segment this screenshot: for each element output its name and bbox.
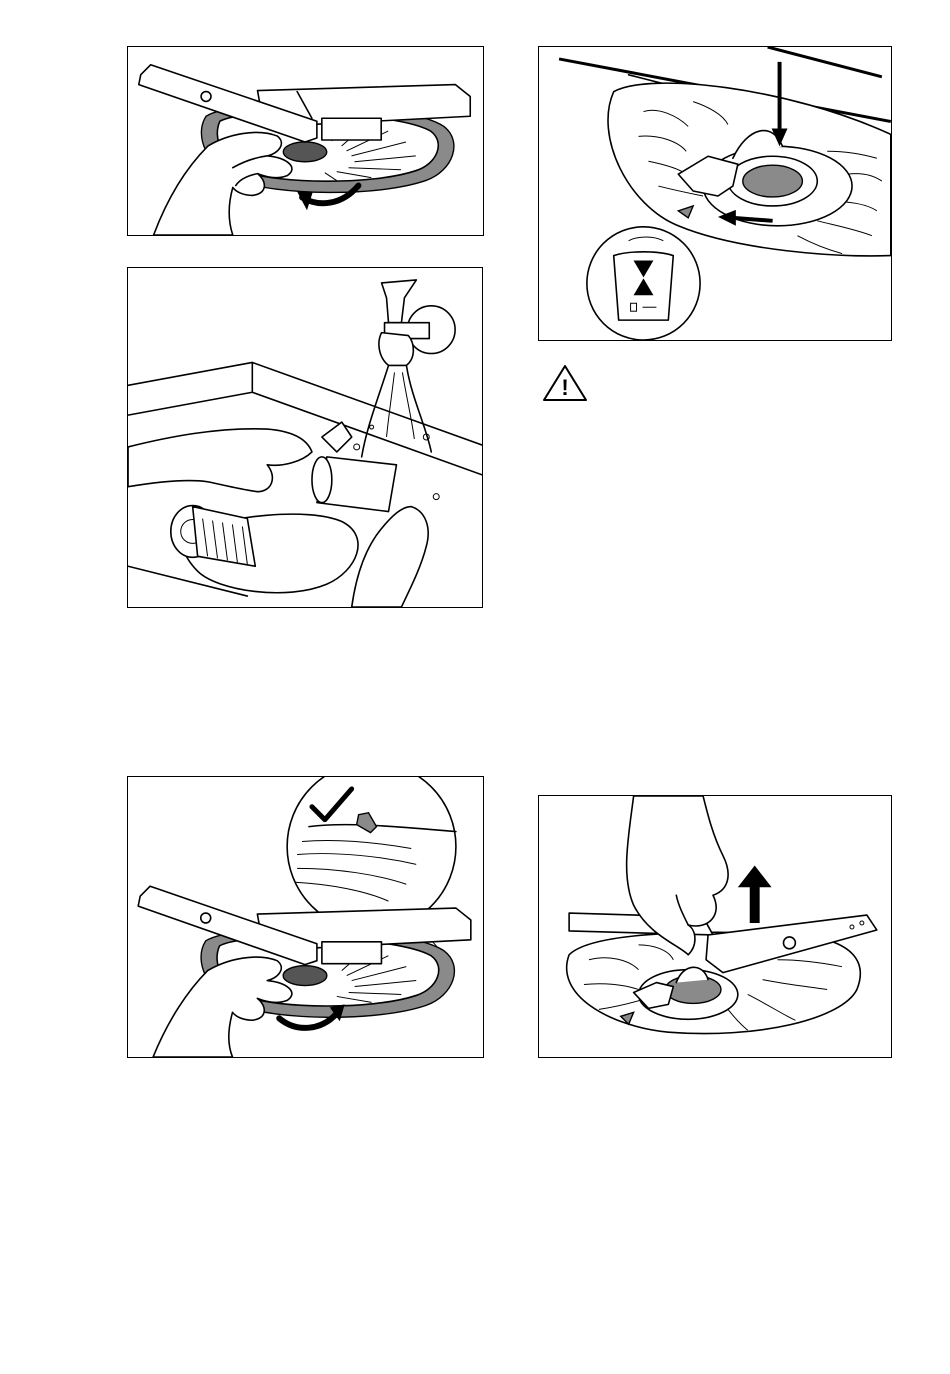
spray-arm-lift-illustration xyxy=(539,796,891,1057)
rinse-filters-figure xyxy=(127,267,483,608)
spray-arm-removal-illustration xyxy=(128,47,483,235)
warning-triangle-icon: ! xyxy=(541,363,589,403)
warning-symbol: ! xyxy=(561,375,568,400)
lift-spray-arm-figure xyxy=(538,795,892,1058)
refit-spray-arm-figure xyxy=(127,776,484,1058)
spray-arm-refit-illustration xyxy=(128,777,483,1057)
rinse-filters-illustration xyxy=(128,268,482,607)
lock-filter-figure xyxy=(538,46,892,341)
filter-lock-illustration xyxy=(539,47,891,340)
remove-spray-arm-figure xyxy=(127,46,484,236)
